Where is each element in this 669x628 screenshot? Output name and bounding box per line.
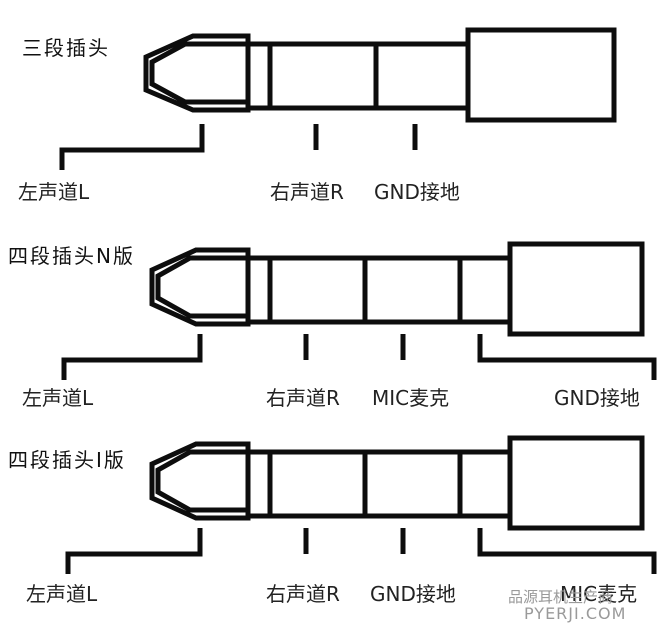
leader-gnd-n [477,334,657,380]
watermark-url: PYERJI.COM [524,604,627,623]
watermark-text: 品源耳机生产商 [508,588,614,606]
plug-n-body [245,255,513,325]
plug-n-tip [149,247,251,327]
plug-trs-tip [143,33,251,113]
label-mic-i: MIC麦克 [560,582,638,606]
label-left-channel-i: 左声道L [26,582,98,606]
plug-n-sleeve [507,241,645,337]
plug-trrs-i [65,435,657,574]
label-right-channel-i: 右声道R [266,582,340,606]
label-ground-i: GND接地 [370,582,456,606]
leader-mic-i [477,528,657,574]
plug-trs-ring [245,41,471,111]
plug-trs-sleeve [465,27,617,123]
label-left-channel-n: 左声道L [22,386,94,410]
plug-i-tip [149,441,251,521]
label-ground-n: GND接地 [554,386,640,410]
leader-l-n [61,334,203,380]
leader-l-trs [59,124,205,170]
label-left-channel-trs: 左声道L [18,180,90,204]
plug-trs-title: 三段插头 [22,36,110,60]
plug-trrs-n [61,241,657,380]
plug-trs [59,27,617,170]
label-right-channel-n: 右声道R [266,386,340,410]
plug-i-title: 四段插头I版 [8,448,126,472]
label-mic-n: MIC麦克 [372,386,450,410]
label-right-channel-trs: 右声道R [270,180,344,204]
plug-n-title: 四段插头N版 [8,244,135,268]
plug-i-sleeve [507,435,645,531]
plug-i-body [245,449,513,519]
label-ground-trs: GND接地 [374,180,460,204]
leader-l-i [65,528,203,574]
